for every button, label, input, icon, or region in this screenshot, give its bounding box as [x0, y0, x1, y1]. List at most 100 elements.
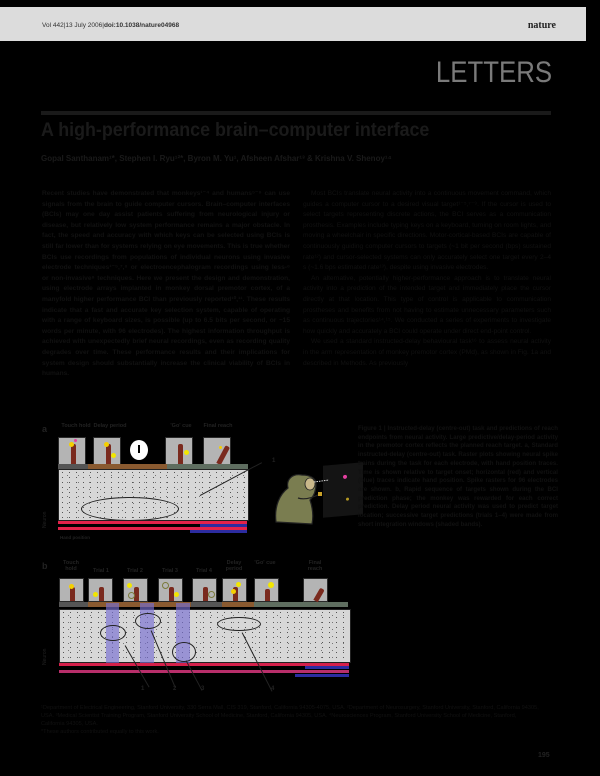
epoch-bar-reach	[254, 602, 348, 607]
figure-caption: Figure 1 | Instructed-delay (centre-out)…	[358, 425, 558, 529]
hand-cursor-icon	[69, 584, 74, 589]
target-icon	[174, 592, 179, 597]
monkey-arm-icon	[70, 444, 76, 464]
frame-label: Delay period	[93, 423, 127, 429]
target-icon	[236, 582, 241, 587]
equal-contribution-note: *These authors contributed equally to th…	[41, 728, 159, 735]
epoch-bar-hold	[59, 602, 88, 607]
hand-trace-horizontal	[59, 670, 349, 673]
journal-logo: nature	[527, 20, 556, 31]
doi: doi:10.1038/nature04968	[103, 22, 180, 29]
frame-label: Touch hold	[62, 560, 80, 572]
monkey-arm-icon	[105, 444, 111, 464]
body-paragraph-1: Most BCIs translate neural activity into…	[303, 190, 551, 272]
task-frame-final-reach	[303, 578, 328, 603]
task-frame-trial-3	[158, 578, 183, 602]
monkey-arm-icon	[99, 587, 105, 601]
monkey-arm-icon	[313, 587, 325, 603]
target-icon	[184, 450, 189, 455]
frame-label: Final reach	[307, 560, 323, 572]
pointer-number: 4	[271, 686, 275, 692]
previous-target-icon	[128, 592, 135, 599]
epoch-bar-trials	[88, 602, 191, 607]
hand-cursor-icon	[104, 442, 109, 447]
task-frame-go-cue	[165, 437, 193, 465]
frame-label: Trial 1	[93, 568, 109, 574]
monkey-arm-icon	[134, 587, 140, 601]
previous-target-icon	[162, 582, 169, 589]
body-paragraph-3: We used a standard instructed-delay beha…	[303, 338, 551, 367]
target-icon	[111, 453, 116, 458]
highlight-ellipse	[100, 625, 126, 641]
clock-hand	[138, 445, 140, 453]
figure-caption-text: Figure 1 | Instructed-delay (centre-out)…	[358, 425, 558, 528]
frame-label: 'Go' cue	[170, 423, 192, 429]
task-frame-trial-1	[88, 578, 113, 602]
monkey-arm-icon	[177, 444, 183, 464]
panel-b-label: b	[42, 561, 48, 571]
target-icon	[93, 592, 98, 597]
body-column-right: Most BCIs translate neural activity into…	[303, 189, 551, 369]
highlight-ellipse	[81, 497, 179, 521]
monkey-arm-icon	[203, 587, 209, 601]
hand-trace-horizontal	[59, 663, 349, 666]
author-list: Gopal Santhanam¹*, Stephen I. Ryu¹²*, By…	[41, 154, 392, 163]
frame-label: Touch hold	[61, 423, 91, 429]
task-frame-go-cue	[254, 578, 279, 602]
task-frame-final-reach	[203, 437, 231, 466]
eye-fixation-icon	[74, 439, 77, 442]
frame-label: Trial 4	[196, 568, 212, 574]
frame-label: Final reach	[203, 423, 233, 429]
epoch-bar-delay	[222, 602, 254, 607]
frame-label: Trial 2	[127, 568, 143, 574]
monkey-arm-icon	[233, 587, 239, 601]
task-frame-trial-4	[192, 578, 217, 602]
task-frame-touch-hold	[58, 437, 86, 465]
page-number: 195	[538, 752, 550, 759]
panel-a-label: a	[42, 424, 48, 434]
frame-label: Delay period	[225, 560, 243, 572]
task-frame-trial-2	[123, 578, 148, 602]
body-paragraph-2: An alternative, potentially higher-perfo…	[303, 274, 551, 335]
abstract-text: Recent studies have demonstrated that mo…	[42, 190, 290, 378]
target-icon	[268, 582, 274, 588]
frame-label: Trial 3	[162, 568, 178, 574]
frame-label: 'Go' cue	[254, 560, 276, 566]
monkey-arm-icon	[265, 589, 271, 601]
hand-cursor-icon	[219, 446, 222, 449]
spike-raster-b	[59, 603, 351, 663]
journal-info: Vol 442|13 July 2006|doi:10.1038/nature0…	[42, 22, 179, 29]
highlight-ellipse	[172, 642, 196, 662]
pointer-number: 1	[141, 686, 145, 692]
epoch-bar-hold	[58, 464, 88, 469]
clock-icon	[130, 440, 148, 460]
epoch-bar-delay	[88, 464, 167, 469]
article-title: A high-performance brain–computer interf…	[41, 120, 430, 141]
journal-header-bar: Vol 442|13 July 2006|doi:10.1038/nature0…	[0, 7, 586, 41]
monkey-icon	[275, 474, 330, 525]
epoch-bar-reach	[167, 464, 248, 469]
y-axis-label: Neuron	[42, 511, 48, 528]
hand-trace-vertical	[305, 666, 349, 669]
hand-cursor-icon	[69, 442, 74, 447]
epoch-bar-trial-4	[191, 602, 222, 607]
y-axis-label: Neuron	[42, 648, 48, 665]
hand-trace-vertical	[200, 524, 247, 527]
target-icon	[127, 583, 132, 588]
hand-trace-horizontal	[58, 527, 247, 530]
hand-trace-horizontal	[58, 521, 247, 524]
hand-trace-vertical	[295, 674, 349, 677]
hand-trace-vertical	[190, 530, 247, 533]
affiliations: ¹Department of Electrical Engineering, S…	[41, 705, 541, 737]
task-frame-delay	[93, 437, 121, 465]
hand-cursor-icon	[231, 589, 236, 594]
monkey-arm-icon	[70, 587, 76, 601]
monkey-arm-icon	[215, 445, 230, 466]
target-dot-icon	[346, 497, 349, 501]
highlight-ellipse	[217, 617, 261, 631]
spike-raster-a	[58, 469, 249, 521]
section-heading: LETTERS	[435, 56, 552, 89]
pointer-number: 3	[201, 686, 205, 692]
highlight-ellipse	[135, 613, 161, 629]
title-rule	[41, 111, 551, 115]
